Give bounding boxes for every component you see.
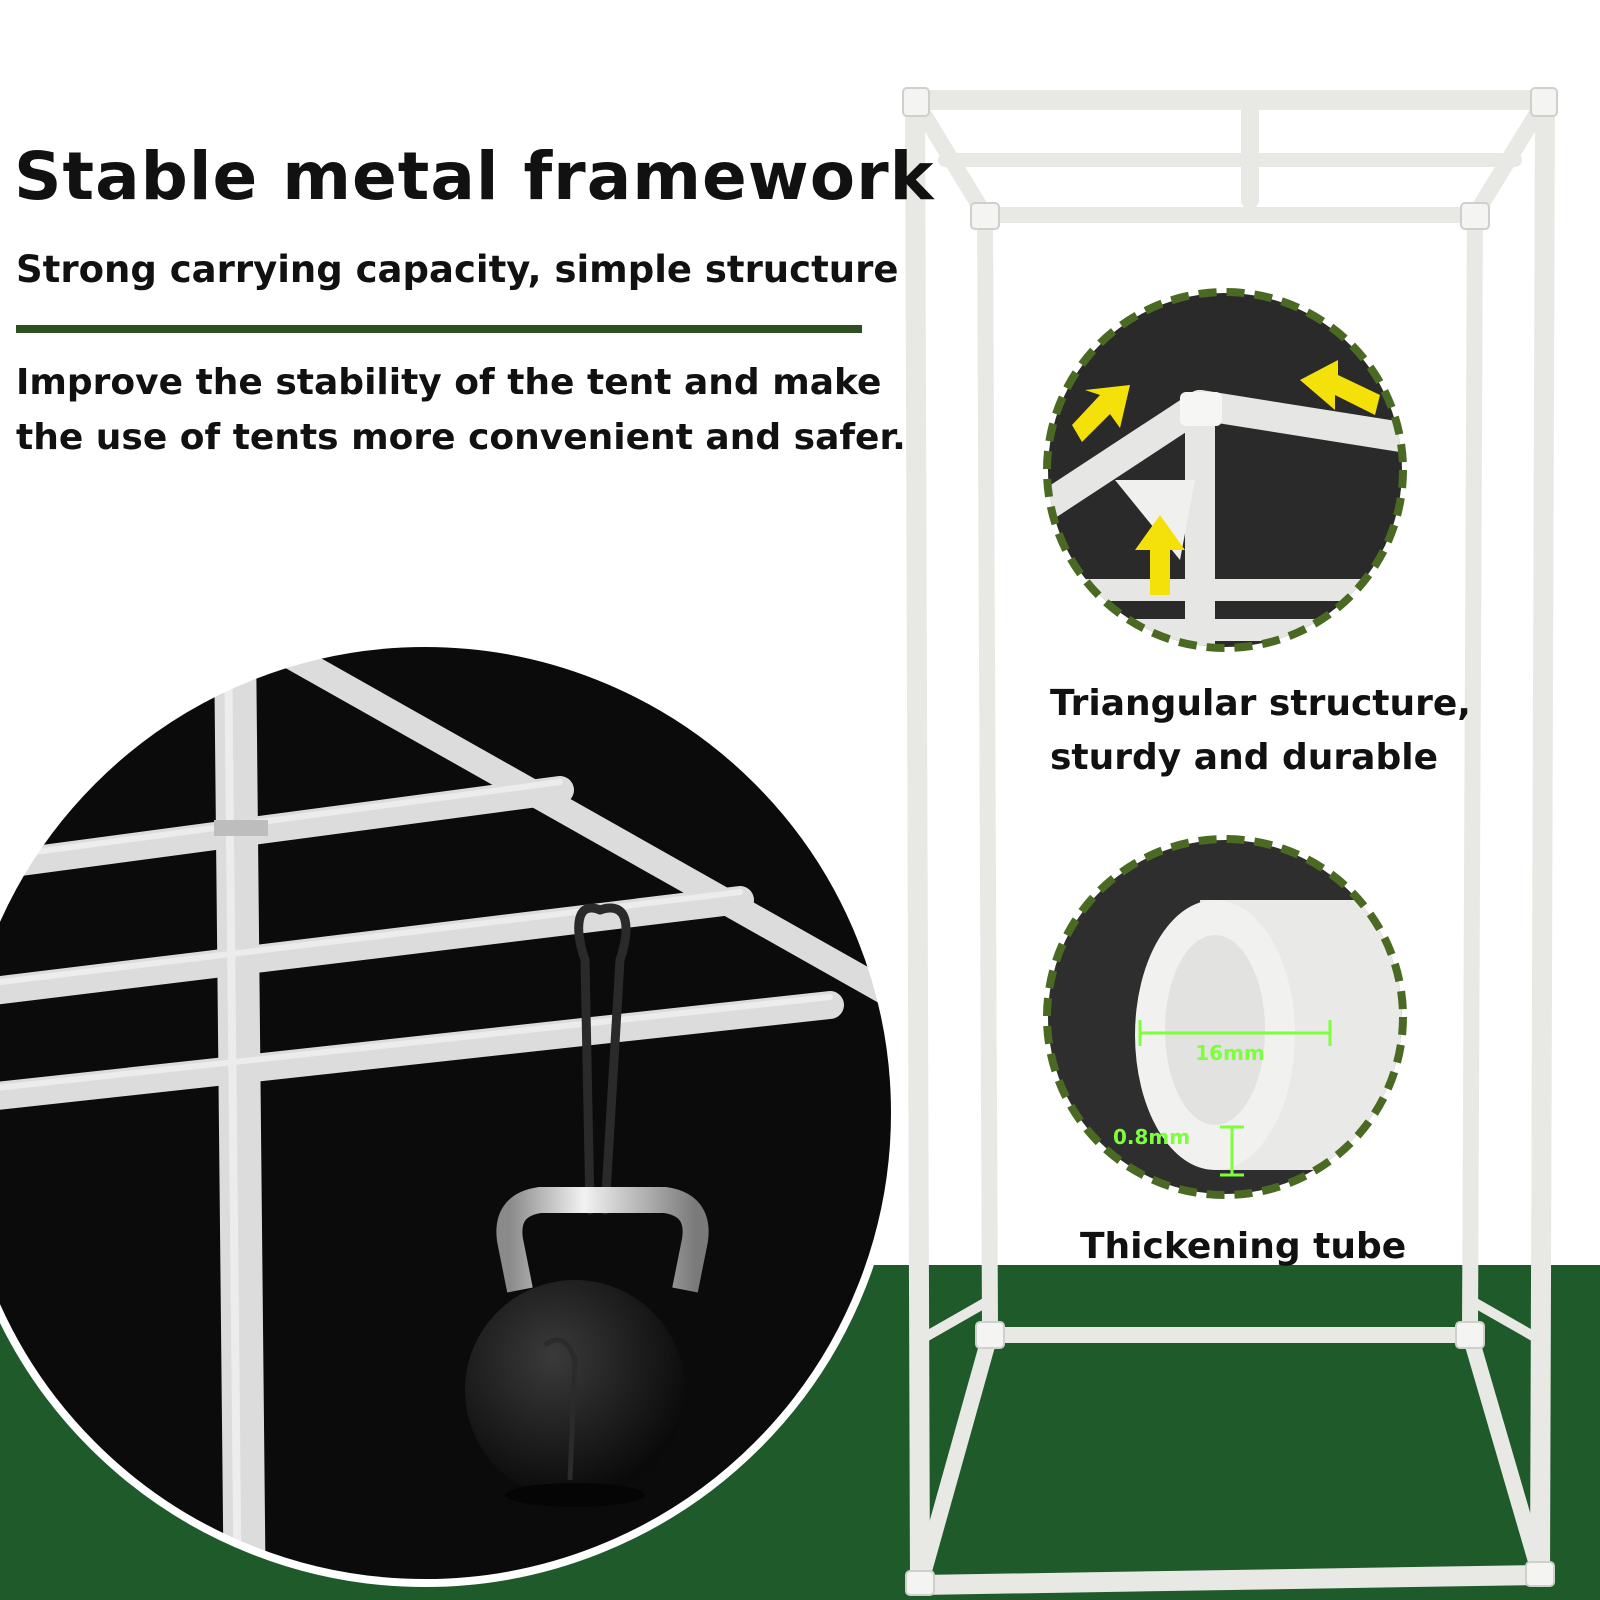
load-test-circle xyxy=(0,639,899,1587)
stress-arrows xyxy=(1072,360,1380,595)
tube-detail-circle xyxy=(1042,834,1408,1200)
caption-thickening-tube: Thickening tube xyxy=(1080,1220,1406,1274)
subheadline: Strong carrying capacity, simple structu… xyxy=(16,248,899,291)
divider-rule xyxy=(16,325,862,333)
dimension-label-thickness: 0.8mm xyxy=(1113,1125,1190,1149)
caption-line-1: Triangular structure, xyxy=(1050,683,1471,724)
dimension-label-diameter: 16mm xyxy=(1195,1041,1265,1065)
headline: Stable metal framework xyxy=(14,138,935,215)
description: Improve the stability of the tent and ma… xyxy=(16,355,906,465)
hanging-strap xyxy=(574,903,631,1215)
caption-line-1: Thickening tube xyxy=(1080,1226,1407,1267)
kettlebell-handle xyxy=(496,1187,709,1293)
caption-triangular-structure: Triangular structure, sturdy and durable xyxy=(1050,677,1471,785)
caption-line-2: sturdy and durable xyxy=(1050,737,1438,778)
joint-detail-circle xyxy=(1042,287,1408,653)
frame-joints xyxy=(902,87,1558,1596)
tent-frame xyxy=(905,90,1555,1595)
description-line-2: the use of tents more convenient and saf… xyxy=(16,417,906,458)
description-line-1: Improve the stability of the tent and ma… xyxy=(16,362,882,403)
